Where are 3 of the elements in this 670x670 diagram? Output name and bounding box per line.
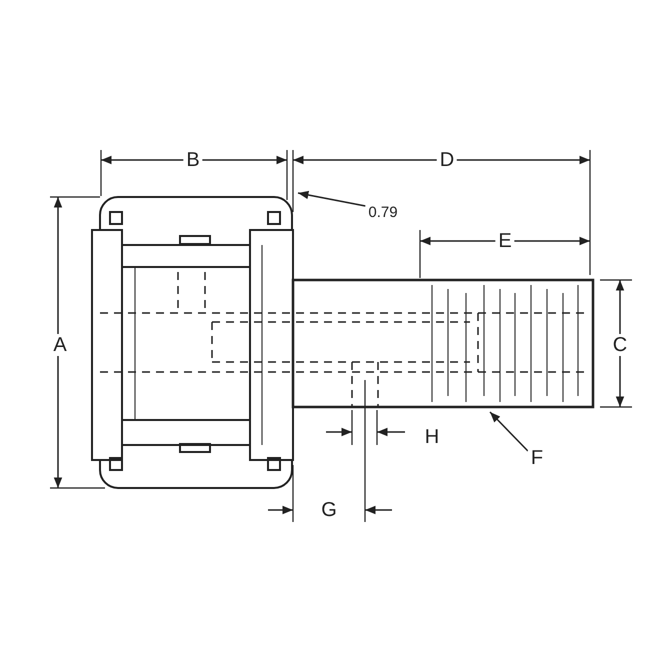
leader-line (489, 411, 528, 452)
dimension-label: A (50, 334, 70, 356)
leader-line (298, 190, 366, 207)
